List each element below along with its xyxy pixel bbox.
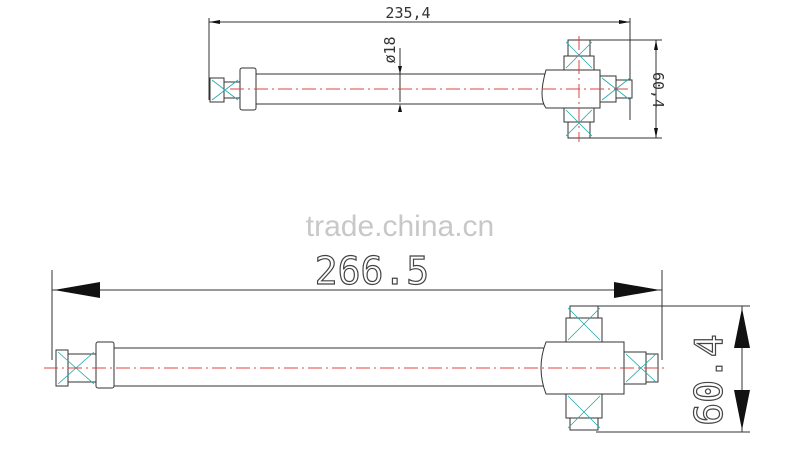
bottom-view: 266.5 60.4 — [44, 248, 750, 433]
top-diameter-label: ø18 — [381, 36, 399, 63]
bottom-port-up-cross — [567, 307, 601, 341]
bottom-port-up-body — [565, 317, 603, 343]
bottom-port-down-tip — [569, 417, 599, 431]
bottom-length-arrow-left — [54, 282, 100, 298]
top-left-connector-tip — [209, 77, 225, 103]
top-diameter-arrow-bottom — [398, 104, 402, 112]
top-view: 235,4 60,4 ø18 — [208, 4, 667, 142]
top-height-arrow-bottom — [654, 128, 658, 138]
bottom-height-label: 60.4 — [687, 334, 731, 426]
bottom-length-label: 266.5 — [315, 249, 429, 293]
top-length-label: 235,4 — [385, 4, 430, 22]
top-height-arrow-top — [654, 40, 658, 50]
bottom-port-right-cross — [625, 353, 657, 383]
bottom-port-down-cross — [567, 395, 601, 429]
bottom-length-arrow-right — [614, 282, 660, 298]
top-length-arrow-right — [619, 20, 630, 24]
bottom-height-arrow-bottom — [734, 390, 750, 430]
top-height-label: 60,4 — [649, 72, 667, 108]
top-diameter-arrow-top — [398, 66, 402, 74]
top-left-connector-cross — [211, 79, 239, 101]
bottom-left-nut — [95, 341, 115, 389]
bottom-height-arrow-top — [734, 308, 750, 348]
bottom-main-tube — [113, 347, 545, 387]
top-port-down-cross — [565, 109, 593, 137]
bottom-port-up-tip — [569, 305, 599, 319]
top-length-arrow-left — [209, 20, 220, 24]
watermark-text: trade.china.cn — [306, 210, 494, 243]
bottom-port-down-body — [565, 393, 603, 419]
